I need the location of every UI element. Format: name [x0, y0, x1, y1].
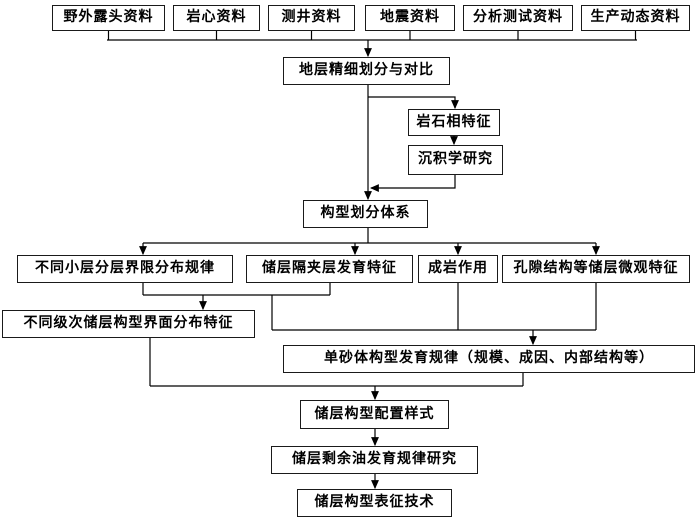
node-lithofacies: 岩石相特征 [408, 109, 500, 136]
edge-merge-to-configuration [149, 338, 524, 401]
edge-strat-side-loop [368, 96, 459, 192]
node-core-data: 岩心资料 [173, 5, 260, 31]
node-characterization: 储层构型表征技术 [297, 489, 452, 517]
node-production-dynamic-data: 生产动态资料 [581, 5, 690, 31]
node-analysis-test-data: 分析测试资料 [463, 5, 573, 31]
node-pore-structure: 孔隙结构等储层微观特征 [502, 255, 690, 283]
node-strat-division: 地层精细划分与对比 [283, 57, 450, 85]
node-single-sand-body: 单砂体构型发育规律（规模、成因、内部结构等） [283, 345, 695, 373]
edge-sources-bus [107, 31, 637, 58]
node-diagenesis: 成岩作用 [418, 255, 498, 283]
node-interface-distribution: 不同级次储层构型界面分布特征 [2, 310, 255, 338]
node-configuration-style: 储层构型配置样式 [300, 400, 449, 429]
node-architecture-system: 构型划分体系 [303, 200, 428, 228]
node-interlayer: 储层隔夹层发育特征 [246, 255, 413, 283]
node-field-outcrop-data: 野外露头资料 [52, 5, 165, 31]
edge-collector-to-single-sand [271, 283, 597, 346]
node-remaining-oil: 储层剩余油发育规律研究 [271, 446, 478, 474]
edge-architecture-branches [139, 228, 600, 256]
node-well-log-data: 测井资料 [268, 5, 355, 31]
node-seismic-data: 地震资料 [365, 5, 455, 31]
node-sublayer-boundary: 不同小层分层界限分布规律 [17, 255, 233, 283]
edge-bracket-to-interface [142, 283, 331, 311]
node-sedimentology: 沉积学研究 [408, 145, 503, 175]
